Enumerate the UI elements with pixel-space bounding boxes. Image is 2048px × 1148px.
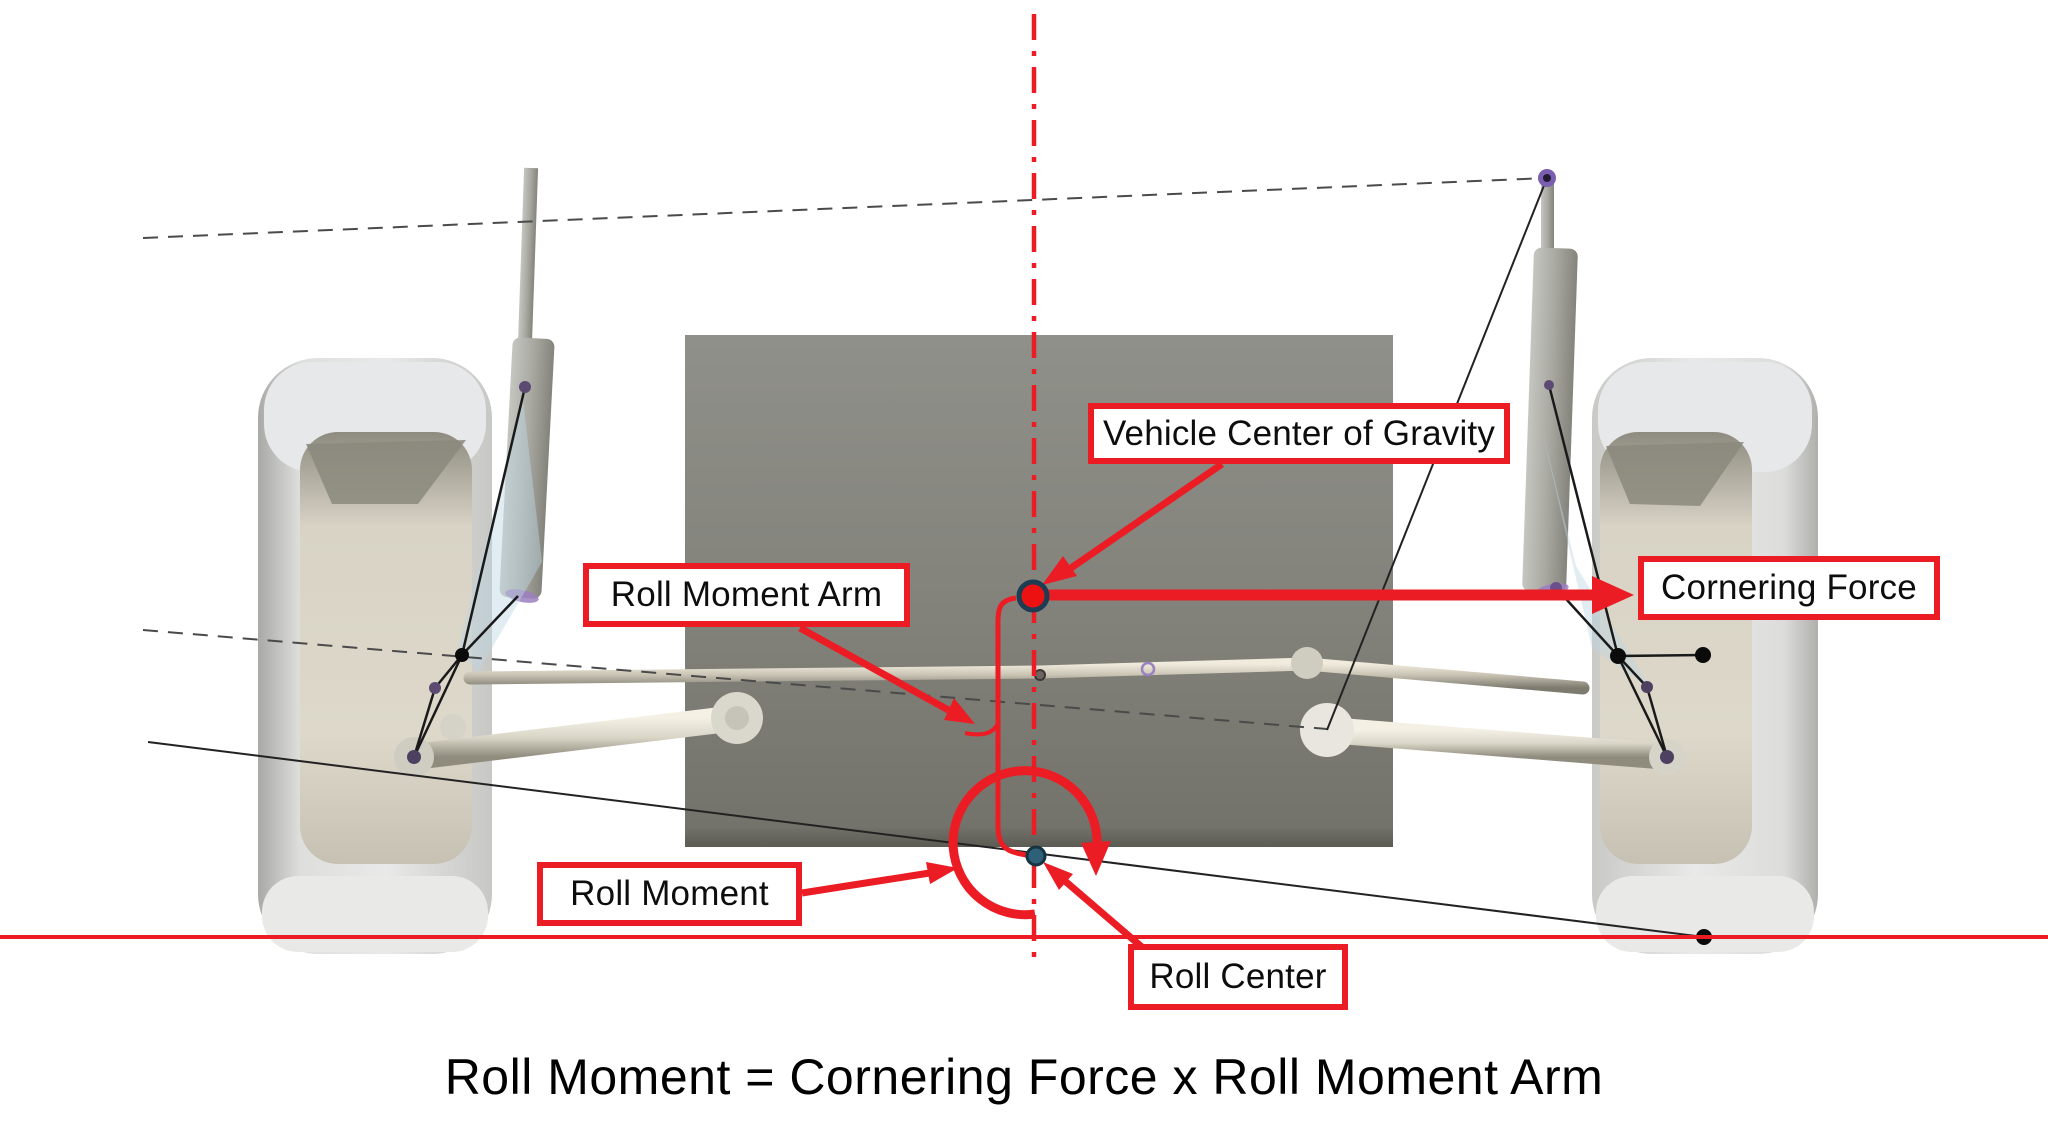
right-knuckle-plate [1542,430,1652,690]
right-lower-control-arm [1300,703,1685,775]
vehicle-center-of-gravity-label-text: Vehicle Center of Gravity [1102,413,1496,453]
left-knuckle-plate [458,400,542,672]
roll-center-dot [1025,845,1047,867]
roll-moment-equation: Roll Moment = Cornering Force x Roll Mom… [444,1049,1604,1105]
roll-moment-arm-leader-arrow [798,624,999,737]
instant-center-dashed-line-upper [142,177,1548,239]
roll-center-label: Roll Center [1128,944,1348,1010]
vehicle-center-of-gravity-label: Vehicle Center of Gravity [1088,403,1510,464]
left-lower-control-arm [394,692,763,777]
roll-moment-leader-arrow [801,862,958,897]
center-of-gravity-dot [1016,579,1050,613]
roll-center-label-text: Roll Center [1149,957,1327,996]
left-strut [499,167,555,603]
roll-moment-arm-label-text: Roll Moment Arm [610,575,883,614]
cg-leader-arrow [1042,461,1224,585]
cornering-force-label-text: Cornering Force [1661,568,1917,607]
tie-rod-tube [440,647,1590,740]
cornering-force-label: Cornering Force [1638,556,1940,620]
roll-moment-arc-arrow [948,766,1111,920]
roll-moment-arm-label: Roll Moment Arm [583,563,910,627]
roll-moment-arm-line [995,595,1032,859]
roll-center-construction-line [147,741,1705,938]
roll-moment-label: Roll Moment [537,862,802,926]
roll-moment-label-text: Roll Moment [570,874,769,913]
cornering-force-arrow [1046,576,1634,614]
left-knuckle-links [412,386,527,758]
left-tire [258,358,492,954]
roll-center-leader-arrow [1043,862,1146,951]
